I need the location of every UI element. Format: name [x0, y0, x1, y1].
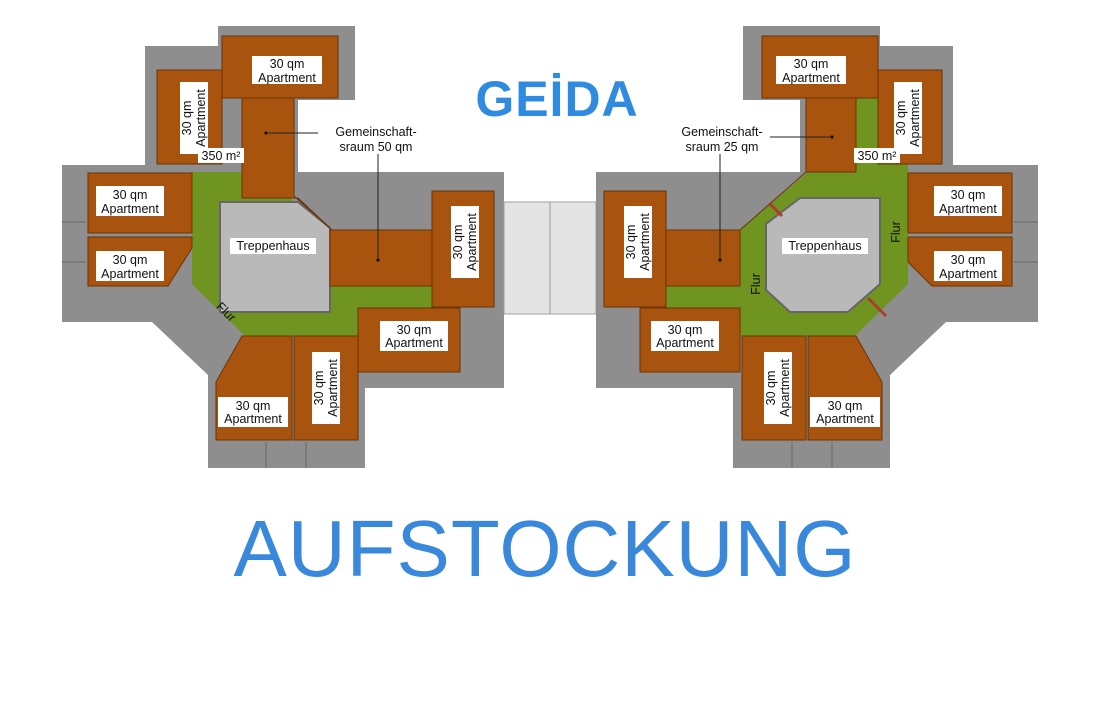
apartment-label: 30 qm Apartment [764, 352, 792, 424]
left-labels: 30 qm Apartment 30 qm Apartment 350 m² G… [96, 56, 479, 427]
apartment-label: 30 qm Apartment [96, 186, 164, 216]
svg-text:30 qm: 30 qm [236, 399, 271, 413]
svg-text:30 qm: 30 qm [451, 225, 465, 260]
stairwell-label: Treppenhaus [230, 238, 316, 254]
right-door-marks [768, 202, 888, 318]
svg-text:Apartment: Apartment [778, 359, 792, 417]
svg-text:30 qm: 30 qm [270, 57, 305, 71]
svg-text:Apartment: Apartment [224, 412, 282, 426]
svg-text:30 qm: 30 qm [180, 101, 194, 136]
common-room-callout: Gemeinschaft- sraum 25 qm [681, 125, 834, 262]
apartment-label: 30 qm Apartment [96, 251, 164, 281]
svg-text:Flur: Flur [749, 273, 763, 295]
svg-text:Flur: Flur [889, 221, 903, 243]
apartment-label: 30 qm Apartment [810, 397, 880, 427]
svg-text:Treppenhaus: Treppenhaus [236, 239, 309, 253]
svg-text:Apartment: Apartment [385, 336, 443, 350]
svg-text:30 qm: 30 qm [113, 188, 148, 202]
svg-text:30 qm: 30 qm [397, 323, 432, 337]
svg-text:Apartment: Apartment [782, 71, 840, 85]
svg-text:Apartment: Apartment [908, 89, 922, 147]
svg-text:Apartment: Apartment [465, 213, 479, 271]
common-room-callout: Gemeinschaft- sraum 50 qm [264, 125, 417, 262]
right-common-room [665, 97, 857, 287]
svg-text:Gemeinschaft-: Gemeinschaft- [681, 125, 762, 139]
svg-text:30 qm: 30 qm [951, 188, 986, 202]
apartment-label: 30 qm Apartment [451, 206, 479, 278]
apartment-label: 30 qm Apartment [252, 56, 322, 85]
right-labels: 30 qm Apartment 30 qm Apartment 350 m² G… [624, 56, 1002, 427]
svg-text:Apartment: Apartment [638, 213, 652, 271]
apartment-label: 30 qm Apartment [180, 82, 208, 154]
svg-text:30 qm: 30 qm [113, 253, 148, 267]
area-label: 350 m² [198, 148, 244, 163]
svg-text:30 qm: 30 qm [894, 101, 908, 136]
svg-text:Apartment: Apartment [939, 267, 997, 281]
svg-text:sraum 25 qm: sraum 25 qm [686, 140, 759, 154]
svg-text:Apartment: Apartment [816, 412, 874, 426]
svg-text:Apartment: Apartment [258, 71, 316, 85]
corridor-label: Flur [749, 273, 763, 295]
svg-text:30 qm: 30 qm [794, 57, 829, 71]
svg-text:30 qm: 30 qm [764, 371, 778, 406]
svg-text:30 qm: 30 qm [624, 225, 638, 260]
apartment-label: 30 qm Apartment [312, 352, 340, 424]
svg-text:30 qm: 30 qm [951, 253, 986, 267]
apartment-label: 30 qm Apartment [934, 186, 1002, 216]
svg-text:30 qm: 30 qm [312, 371, 326, 406]
connecting-bridge [503, 201, 597, 315]
svg-text:Apartment: Apartment [939, 202, 997, 216]
svg-text:30 qm: 30 qm [668, 323, 703, 337]
svg-text:Apartment: Apartment [101, 202, 159, 216]
apartment-label: 30 qm Apartment [894, 82, 922, 154]
left-stairwell [219, 201, 331, 313]
headline-title: AUFSTOCKUNG [234, 504, 857, 593]
svg-text:350 m²: 350 m² [202, 149, 241, 163]
apartment-label: 30 qm Apartment [218, 397, 288, 427]
svg-text:sraum 50 qm: sraum 50 qm [340, 140, 413, 154]
left-wall-panels [62, 221, 307, 468]
geida-logo: GEİDA [475, 71, 638, 127]
svg-text:30 qm: 30 qm [828, 399, 863, 413]
corridor-label: Flur [889, 221, 903, 243]
svg-text:Apartment: Apartment [326, 359, 340, 417]
svg-text:Treppenhaus: Treppenhaus [788, 239, 861, 253]
apartment-label: 30 qm Apartment [934, 251, 1002, 281]
apartment-label: 30 qm Apartment [776, 56, 846, 85]
svg-text:Apartment: Apartment [656, 336, 714, 350]
svg-text:350 m²: 350 m² [858, 149, 897, 163]
right-stairwell [765, 197, 881, 313]
svg-text:Apartment: Apartment [194, 89, 208, 147]
svg-text:Gemeinschaft-: Gemeinschaft- [335, 125, 416, 139]
apartment-label: 30 qm Apartment [624, 206, 652, 278]
area-label: 350 m² [854, 148, 900, 163]
right-wall-panels [791, 221, 1038, 468]
stairwell-label: Treppenhaus [782, 238, 868, 254]
svg-text:Apartment: Apartment [101, 267, 159, 281]
apartment-label: 30 qm Apartment [651, 321, 719, 351]
apartment-label: 30 qm Apartment [380, 321, 448, 351]
